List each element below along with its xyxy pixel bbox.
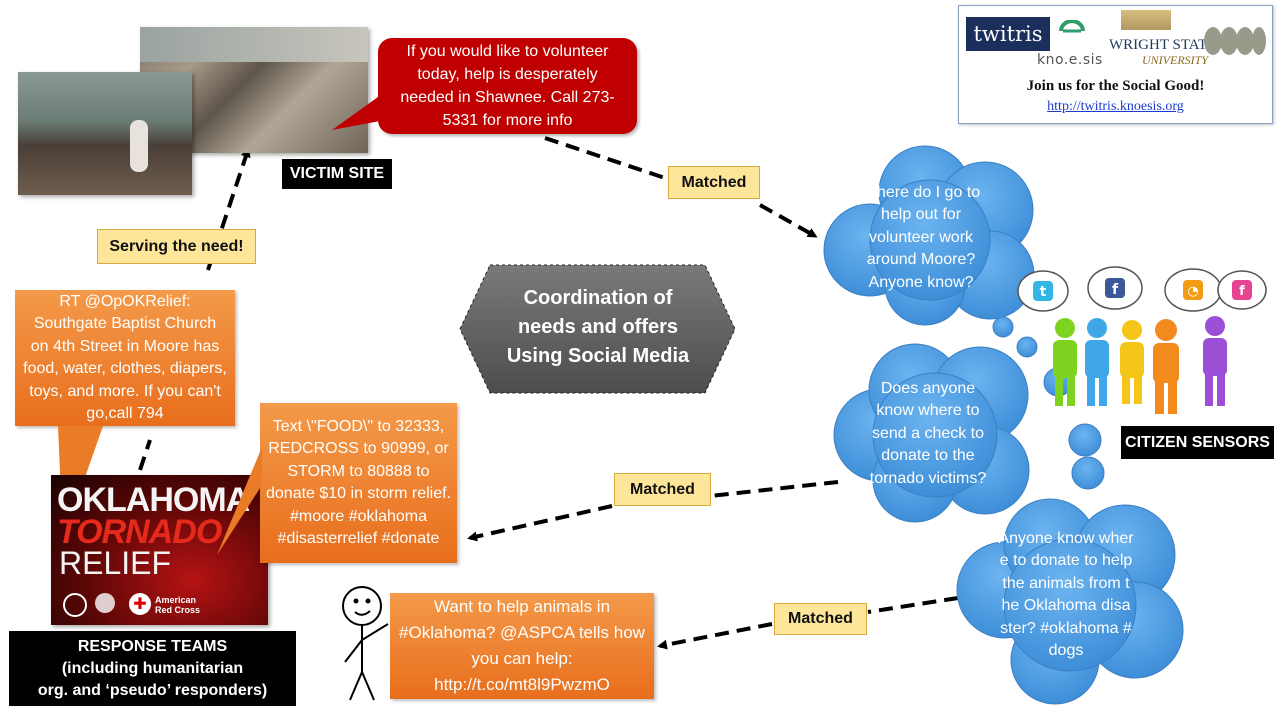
cloud-volunteer-need xyxy=(823,145,1035,326)
volunteer-offer-tweet: If you would like to volunteer today, he… xyxy=(378,38,637,134)
wright-flyer-icon xyxy=(1121,10,1171,30)
center-hexagon xyxy=(459,264,736,394)
response-teams-subtitle-1: (including humanitarian xyxy=(61,659,244,677)
colts-logo-icon xyxy=(63,593,87,617)
svg-text:◔: ◔ xyxy=(1187,284,1198,299)
center-title-line1: Coordination of xyxy=(523,287,673,309)
arrow-offer-to-need xyxy=(544,136,818,238)
victim-site-label: VICTIM SITE xyxy=(282,159,392,189)
response-teams-label: RESPONSE TEAMS (including humanitarian o… xyxy=(9,631,296,706)
serving-the-need-tag: Serving the need! xyxy=(97,229,256,264)
matched-tag-top-text: Matched xyxy=(681,173,747,191)
kno-e-sis-text: kno.e.sis xyxy=(1037,52,1103,68)
text-food-pointer xyxy=(217,447,262,555)
arrow-serving-the-need xyxy=(138,147,251,471)
matched-tag-middle-text: Matched xyxy=(630,480,695,498)
text-food-tweet: Text \"FOOD\" to 32333, REDCROSS to 9099… xyxy=(260,403,457,563)
stick-figure-icon xyxy=(342,586,389,701)
wsu-text-line1: WRIGHT STATE xyxy=(1109,37,1217,53)
cloud-check-need xyxy=(833,343,1030,523)
twitter-icon: t xyxy=(1017,270,1069,312)
sponsor-logo-icon xyxy=(95,593,115,613)
center-title-line3: Using Social Media xyxy=(506,345,690,367)
text-food-text: Text \"FOOD\" to 32333, REDCROSS to 9099… xyxy=(266,417,451,548)
citizen-sensors-label: CITIZEN SENSORS xyxy=(1121,426,1274,459)
center-title: Coordination of needs and offers Using S… xyxy=(478,284,718,371)
arrow-check-to-response xyxy=(467,480,839,542)
rt-opokrelief-tweet: RT @OpOKRelief: Southgate Baptist Church… xyxy=(15,290,235,426)
svg-text:f: f xyxy=(1239,284,1245,299)
response-teams-subtitle-2: org. and ‘pseudo’ responders) xyxy=(37,681,268,699)
twitris-logo: twitris xyxy=(966,17,1050,51)
volunteer-offer-text: If you would like to volunteer today, he… xyxy=(400,43,615,129)
logo-panel-tagline: Join us for the Social Good! xyxy=(1026,78,1205,94)
citizen-sensors-text: CITIZEN SENSORS xyxy=(1125,433,1270,451)
check-need-text-box: Does anyone know where to send a check t… xyxy=(862,364,994,504)
oklahoma-relief-poster: OKLAHOMA TORNADO RELIEF ✚ American Red C… xyxy=(51,475,268,625)
matched-tag-bottom: Matched xyxy=(774,603,867,635)
aspca-tweet: Want to help animals in #Oklahoma? @ASPC… xyxy=(390,593,654,699)
kno-e-sis-logo-icon xyxy=(1057,19,1087,42)
flickr-icon: f xyxy=(1217,270,1267,310)
poster-tornado-text: TORNADO xyxy=(57,513,222,551)
volunteer-need-text-box: Where do I go to help out for volunteer … xyxy=(858,168,984,308)
red-cross-icon: ✚ xyxy=(129,593,151,615)
poster-oklahoma-text: OKLAHOMA xyxy=(57,481,250,519)
center-title-line2: needs and offers xyxy=(517,316,679,338)
serving-the-need-text: Serving the need! xyxy=(109,237,244,255)
poster-relief-text: RELIEF xyxy=(59,545,172,581)
matched-tag-bottom-text: Matched xyxy=(788,610,853,627)
response-teams-title: RESPONSE TEAMS xyxy=(77,637,228,655)
thought-bubble-dots xyxy=(992,316,1105,490)
matched-tag-middle: Matched xyxy=(614,473,711,506)
wsu-text-line2: UNIVERSITY xyxy=(1142,53,1208,67)
volunteer-need-text: Where do I go to help out for volunteer … xyxy=(861,183,981,291)
matched-tag-top: Matched xyxy=(668,166,760,199)
arrow-animals-to-aspca xyxy=(657,596,959,650)
logo-panel: twitris kno.e.sis WRIGHT STATE UNIVERSIT… xyxy=(958,5,1273,124)
twitris-logo-text: twitris xyxy=(973,22,1043,46)
volunteer-offer-pointer xyxy=(332,92,385,130)
facebook-icon: f xyxy=(1087,266,1143,310)
svg-text:f: f xyxy=(1112,282,1119,298)
citizen-people-group xyxy=(1053,316,1227,414)
check-need-text: Does anyone know where to send a check t… xyxy=(869,379,987,487)
poster-sponsor-text: American Red Cross xyxy=(155,595,201,615)
animals-need-text: Anyone know where to donate to help the … xyxy=(998,529,1134,660)
tornado-damage-photo xyxy=(18,72,192,195)
partner-logo-icon xyxy=(1203,24,1267,55)
rt-opokrelief-text: RT @OpOKRelief: Southgate Baptist Church… xyxy=(23,292,227,423)
svg-text:t: t xyxy=(1040,284,1047,300)
rss-icon: ◔ xyxy=(1164,268,1222,312)
aspca-text: Want to help animals in #Oklahoma? @ASPC… xyxy=(399,597,645,694)
twitris-link[interactable]: http://twitris.knoesis.org xyxy=(1047,99,1184,114)
cloud-animals-need xyxy=(956,498,1184,705)
animals-need-text-box: Anyone know where to donate to help the … xyxy=(998,515,1134,675)
victim-site-text: VICTIM SITE xyxy=(289,165,385,182)
